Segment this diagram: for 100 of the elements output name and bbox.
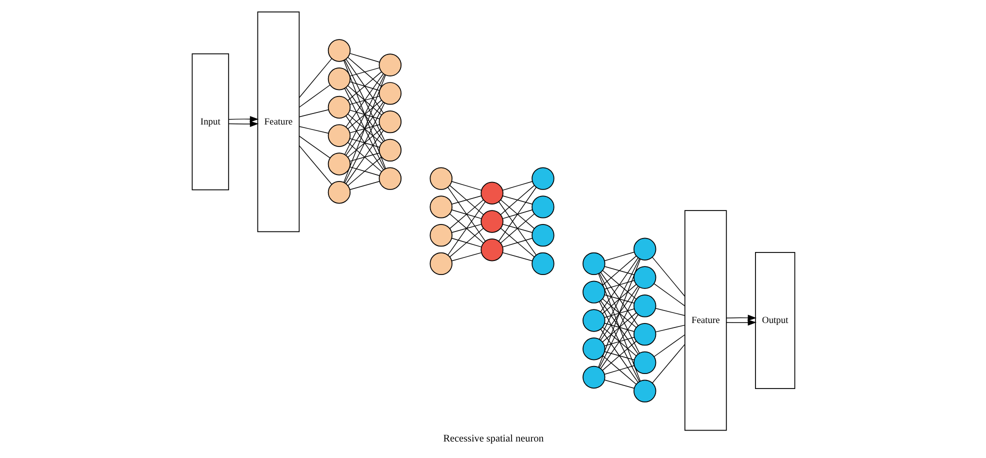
node-circle [582,337,605,360]
connector [602,312,636,342]
connector [450,237,482,247]
arrow [726,319,756,326]
node-circle [327,152,350,175]
node-circle [633,379,656,402]
arrow [228,120,258,127]
connector [600,272,638,326]
connector [298,58,332,98]
connector [450,195,482,204]
connector [653,334,684,356]
node-circle [633,294,656,317]
connector [448,212,484,243]
node-circle [531,223,554,246]
connector [345,101,384,156]
connector [450,223,482,232]
connector [598,272,640,353]
connector [450,209,482,218]
connector [344,74,384,154]
node-circle [582,308,605,332]
connector [502,237,532,247]
connector [345,86,384,142]
node-circle [429,252,452,275]
node-circle [378,82,402,104]
connector [344,102,384,183]
connector [653,282,684,306]
connector [500,199,534,228]
connector [447,186,486,241]
connector [347,142,382,172]
connector [345,72,384,127]
node-box: Output [754,251,795,388]
connector [604,266,634,275]
connector [498,186,536,241]
connector [347,84,382,115]
node-circle [378,53,402,76]
node-circle [531,252,554,275]
connector [347,113,382,144]
connector [604,251,634,261]
connector [598,300,640,382]
connector [448,199,484,228]
connector [349,138,380,148]
connector [600,314,638,368]
connector [347,56,382,86]
node-circle [327,38,350,62]
connector [347,71,382,100]
node-box: Input [191,52,229,190]
connector [598,272,640,381]
connector [604,364,634,374]
connector [349,124,380,133]
connector [604,336,634,346]
connector [654,308,685,316]
node-circle [327,67,350,90]
connector [349,180,380,190]
connector [500,227,534,257]
connector [602,340,636,370]
node-circle [480,238,503,261]
connector [600,328,638,382]
node-circle [378,138,402,162]
node-circle [633,322,656,346]
connector [600,285,638,340]
connector [298,108,328,117]
node-box: Feature [256,10,300,232]
node-circle [480,210,503,232]
connector [652,344,685,383]
connector [342,60,386,168]
node-box: Feature [684,210,726,430]
connector [450,252,482,261]
connector [349,109,380,119]
connector [602,354,636,384]
node-circle [582,365,605,388]
node-circle [633,237,656,260]
connector [604,280,634,289]
connector [602,255,636,286]
connector [502,223,532,232]
connector [448,184,484,214]
connector [450,180,482,190]
node-circle [327,180,350,204]
connector [602,298,636,328]
node-circle [429,195,452,218]
connector [347,128,382,158]
connector [349,52,380,62]
connector [349,80,380,90]
connector [604,322,634,332]
connector [602,326,636,356]
node-circle [429,223,452,246]
connector [298,135,330,158]
caption: Recessive spatial neuron [442,432,544,444]
connector [600,300,638,354]
connector [344,59,384,140]
node-circle [633,266,656,288]
connector [448,228,484,257]
node-circle [531,195,554,218]
arrow [228,116,258,122]
node-circle [582,252,605,275]
connector [298,126,328,134]
connector [604,294,634,303]
connector [598,286,640,368]
node-circle [582,280,605,303]
connector [600,257,638,312]
connector [498,200,536,255]
